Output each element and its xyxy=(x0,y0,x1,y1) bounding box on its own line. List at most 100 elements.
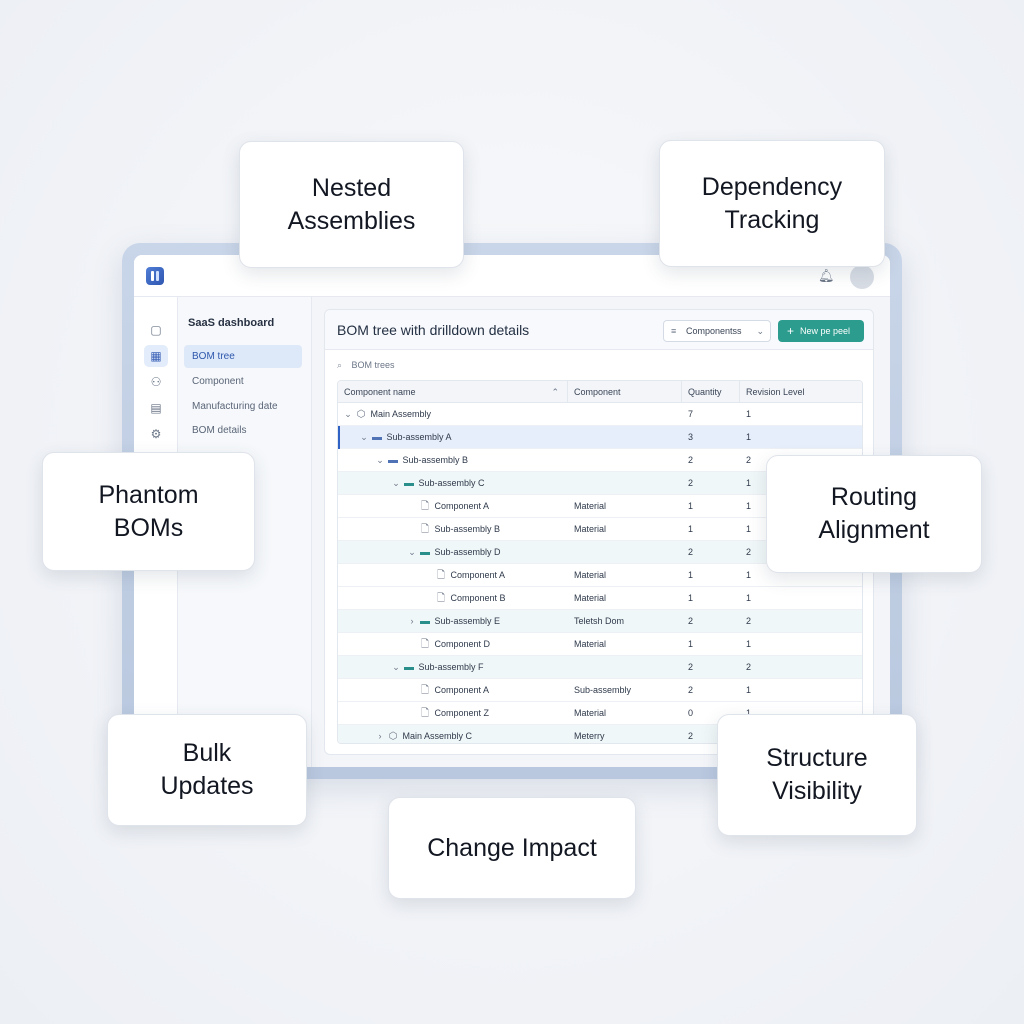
row-type: Material xyxy=(574,524,607,534)
chevron-down-icon[interactable]: ⌄ xyxy=(376,455,384,465)
chevron-right-icon[interactable]: › xyxy=(378,731,382,741)
grid-icon[interactable]: ▦ xyxy=(144,345,168,367)
chevron-down-icon[interactable]: ⌄ xyxy=(392,662,400,672)
row-name: Component A xyxy=(434,685,490,695)
row-name: Sub-assembly D xyxy=(434,547,501,557)
row-type: Teletsh Dom xyxy=(574,616,625,626)
row-qty: 2 xyxy=(688,731,694,741)
row-rev: 2 xyxy=(746,662,752,672)
row-name: Sub-assembly E xyxy=(434,616,501,626)
row-rev: 1 xyxy=(746,639,752,649)
callout-change-impact: Change Impact xyxy=(388,797,636,899)
table-row[interactable]: ⌄▬ Sub-assembly C 2 1 xyxy=(338,472,862,495)
folder-icon: ▬ xyxy=(372,432,382,443)
row-type xyxy=(574,449,678,472)
row-qty: 1 xyxy=(688,593,694,603)
assembly-icon: ⬡ xyxy=(388,731,398,742)
bell-icon[interactable]: 🔔︎ xyxy=(818,268,835,283)
sidebar-item-bom-details[interactable]: BOM details xyxy=(192,425,247,436)
file-icon: 🗋︎ xyxy=(436,593,446,604)
callout-label: Nested Assemblies xyxy=(287,173,416,235)
search-icon: ⌕ xyxy=(337,360,343,370)
table-row[interactable]: ⌄▬ Sub-assembly B 2 2 xyxy=(338,449,862,472)
row-rev: 2 xyxy=(746,616,752,626)
row-name: Sub-assembly B xyxy=(402,455,469,465)
sort-up-icon[interactable]: ⌃ xyxy=(551,387,559,397)
header-component[interactable]: Component xyxy=(568,381,682,403)
callout-label: Dependency Tracking xyxy=(701,172,843,234)
plus-icon: + xyxy=(787,324,795,338)
table-row[interactable]: 🗋︎ Component A Sub-assembly 2 1 xyxy=(338,679,862,702)
table-row[interactable]: 🗋︎ Component A Material 1 1 xyxy=(338,495,862,518)
row-rev: 1 xyxy=(746,708,752,718)
header-revision-level[interactable]: Revision Level xyxy=(746,387,805,397)
table-row[interactable]: 🗋︎ Sub-assembly B Material 1 1 xyxy=(338,518,862,541)
header-quantity[interactable]: Quantity xyxy=(682,381,740,403)
row-qty: 2 xyxy=(688,616,694,626)
gear-icon[interactable]: ⚙ xyxy=(150,427,162,441)
select-label: Componentss xyxy=(686,326,742,336)
row-rev: 1 xyxy=(746,501,752,511)
row-qty: 2 xyxy=(688,547,694,557)
row-type: Material xyxy=(574,570,607,580)
row-name: Component D xyxy=(434,639,491,649)
table-row[interactable]: ⌄▬ Sub-assembly F 2 2 xyxy=(338,656,862,679)
search-placeholder: BOM trees xyxy=(351,360,395,370)
sidebar-item-bom-tree[interactable]: BOM tree xyxy=(184,345,302,368)
chevron-down-icon[interactable]: ⌄ xyxy=(360,432,368,442)
row-type: Meterry xyxy=(574,731,605,741)
row-rev: 1 xyxy=(746,478,752,488)
row-qty: 7 xyxy=(688,409,694,419)
file-icon: 🗋︎ xyxy=(420,524,430,535)
avatar[interactable] xyxy=(850,265,874,289)
row-name: Sub-assembly A xyxy=(386,432,452,442)
chevron-right-icon[interactable]: › xyxy=(410,616,414,626)
users-icon[interactable]: ⚇ xyxy=(150,375,162,389)
components-select[interactable]: ≡ Componentss ⌄ xyxy=(663,320,771,342)
row-rev: 1 xyxy=(746,593,752,603)
new-button[interactable]: + New pe peel xyxy=(778,320,864,342)
row-name: Main Assembly xyxy=(370,409,432,419)
chevron-down-icon[interactable]: ⌄ xyxy=(344,409,352,419)
header-component-name[interactable]: Component name ⌃ xyxy=(338,381,568,403)
row-rev: 2 xyxy=(746,455,752,465)
calendar-icon[interactable]: ▤ xyxy=(150,401,162,415)
row-qty: 2 xyxy=(688,685,694,695)
page-title: BOM tree with drilldown details xyxy=(337,322,530,338)
sidebar-item-component[interactable]: Component xyxy=(192,376,244,387)
table-row[interactable]: ›▬ Sub-assembly E Teletsh Dom 2 2 xyxy=(338,610,862,633)
table-row[interactable]: 🗋︎ Component B Material 1 1 xyxy=(338,587,862,610)
sidebar-item-manufacturing-date[interactable]: Manufacturing date xyxy=(192,401,278,412)
device-frame: 🔔︎ ▢ ▦ ⚇ ▤ ⚙ SaaS dashboard BOM tree Com… xyxy=(122,243,902,779)
row-name: Sub-assembly F xyxy=(418,662,484,672)
file-icon: 🗋︎ xyxy=(420,685,430,696)
folder-icon: ▬ xyxy=(420,547,430,558)
file-icon: 🗋︎ xyxy=(420,639,430,650)
callout-label: Routing Alignment xyxy=(818,483,930,544)
row-name: Sub-assembly C xyxy=(418,478,485,488)
app-logo xyxy=(146,267,164,285)
window-icon[interactable]: ▢ xyxy=(150,323,162,337)
table-row[interactable]: ⌄⬡ Main Assembly 7 1 xyxy=(338,403,862,426)
row-rev: 1 xyxy=(746,432,752,442)
row-rev: 1 xyxy=(746,685,752,695)
table-row[interactable]: ⌄▬ Sub-assembly D 2 2 xyxy=(338,541,862,564)
row-rev: 1 xyxy=(746,524,752,534)
table-row[interactable]: 🗋︎ Component A Material 1 1 xyxy=(338,564,862,587)
chevron-down-icon[interactable]: ⌄ xyxy=(392,478,400,488)
row-name: Component A xyxy=(434,501,490,511)
chevron-down-icon[interactable]: ⌄ xyxy=(408,547,416,557)
row-name: Component Z xyxy=(434,708,490,718)
card-header: BOM tree with drilldown details ≡ Compon… xyxy=(325,310,873,350)
table-row[interactable]: ⌄▬ Sub-assembly A 3 1 xyxy=(338,426,862,449)
table-row[interactable]: 🗋︎ Component Z Material 0 1 xyxy=(338,702,862,725)
callout-bulk-updates: Bulk Updates xyxy=(107,714,307,826)
row-type: Material xyxy=(574,708,607,718)
row-type: Material xyxy=(574,593,607,603)
search-input[interactable]: ⌕ BOM trees xyxy=(337,360,395,376)
row-name: Component B xyxy=(450,593,506,603)
row-qty: 1 xyxy=(688,570,694,580)
folder-icon: ▬ xyxy=(404,662,414,673)
table-row[interactable]: 🗋︎ Component D Material 1 1 xyxy=(338,633,862,656)
row-qty: 1 xyxy=(688,501,694,511)
